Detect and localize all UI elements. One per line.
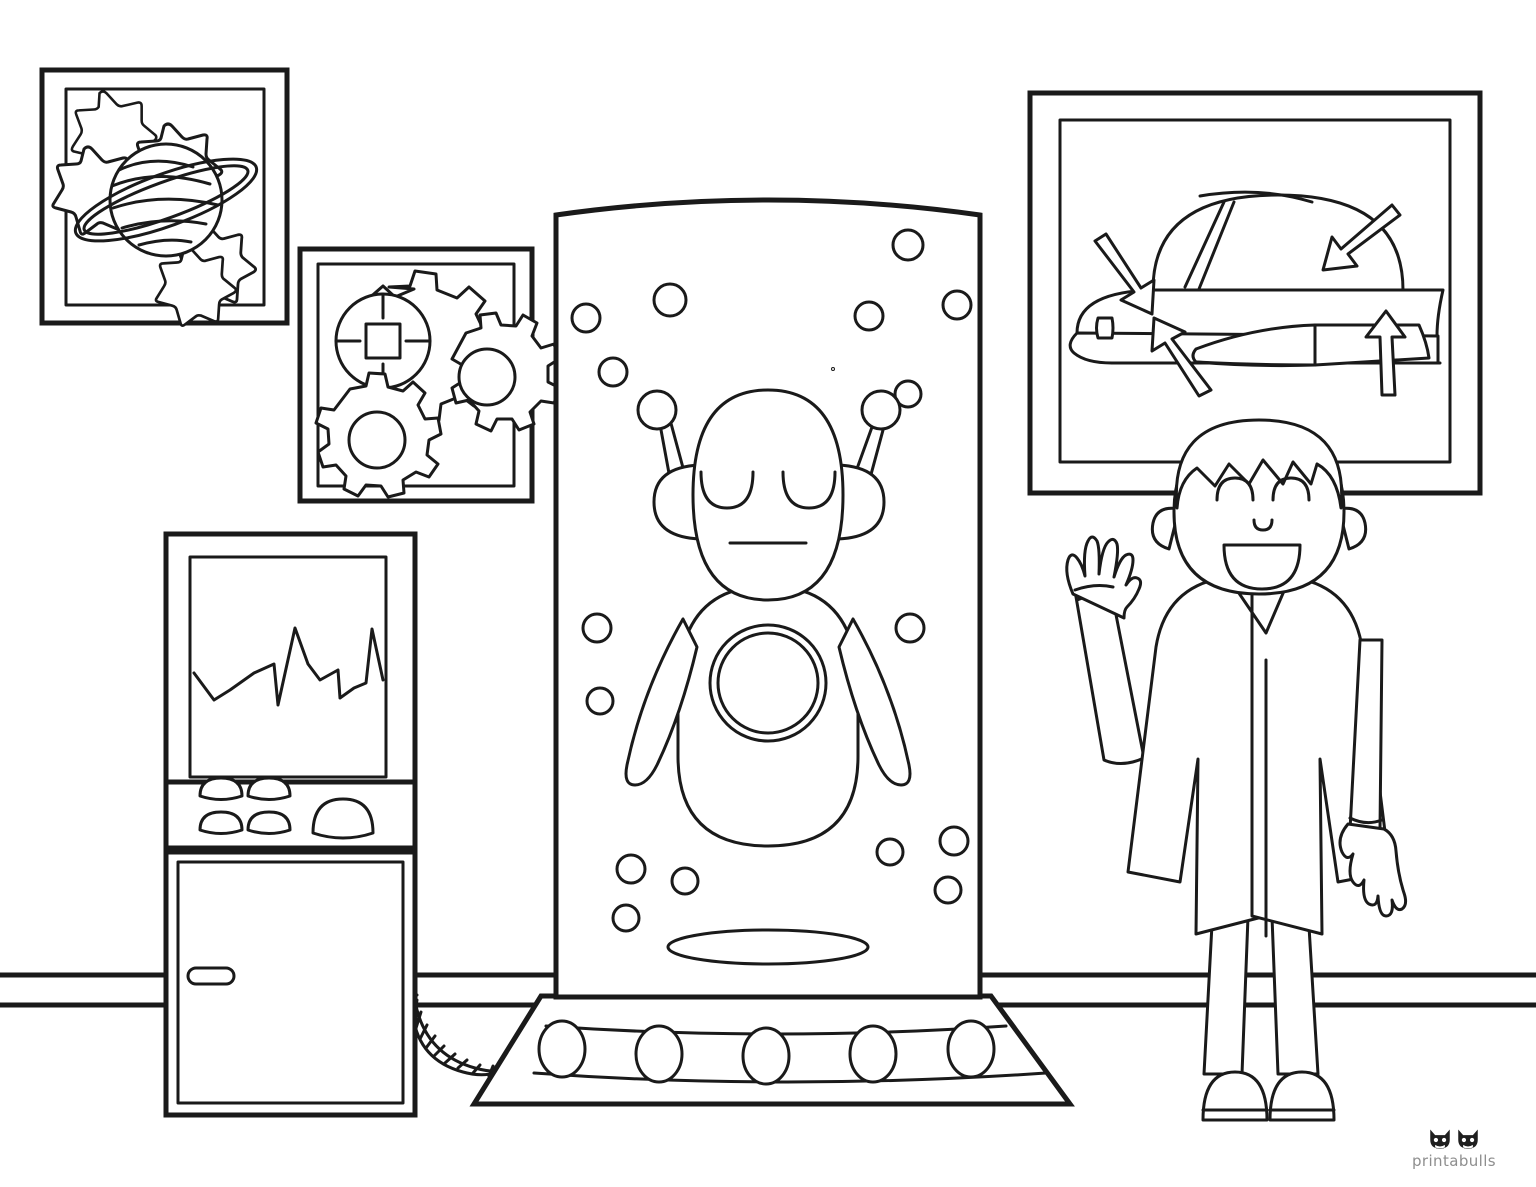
control-button[interactable] [246,810,292,835]
bubble [941,289,973,321]
lab-console [163,531,582,1118]
robot-arm [837,617,912,787]
bubble [581,612,613,644]
control-button[interactable] [198,776,244,801]
robot-arm [624,617,699,787]
bulldog-face-icon [1430,1129,1450,1149]
cabinet-handle[interactable] [186,966,236,986]
bubble [585,686,615,716]
scientist-shoe [1201,1070,1269,1122]
watermark-logo [1394,1127,1514,1153]
robot-eye [781,470,837,510]
robot-chest-panel [708,623,828,743]
bubble [938,825,970,857]
bubble [893,379,923,409]
gear-icon [450,311,562,433]
control-button-large[interactable] [311,797,375,840]
base-light [946,1019,996,1079]
base-light [741,1026,791,1086]
arrow-icon [1150,316,1213,398]
bubble [894,612,926,644]
bubble [570,302,602,334]
bubble [875,837,905,867]
scientist [1065,418,1408,1122]
gears-poster [297,246,562,504]
robot [624,388,912,848]
control-button[interactable] [246,776,292,801]
base-light [537,1019,587,1079]
bubble [853,300,885,332]
scientist-eye [1271,476,1311,502]
gear-icon [314,371,443,499]
scientist-waving-hand [1065,535,1143,620]
robot-eye [699,470,755,510]
scientist-head [1150,418,1368,596]
arrow-icon [1321,203,1402,272]
arrow-icon [1364,309,1407,397]
tube-base [469,993,1075,1107]
base-light [848,1024,898,1084]
bubble [652,282,688,318]
scientist-eye [1215,476,1255,502]
control-button[interactable] [198,810,244,835]
bubble [831,367,835,371]
arrow-icon [1093,232,1156,316]
scientist-nose [1252,518,1274,532]
tube-floor-ellipse [666,928,870,966]
robot-ear [652,463,702,541]
bubble [670,866,700,896]
bubble [615,853,647,885]
bubble [891,228,925,262]
scientist-hand [1338,822,1408,918]
robot-antenna [636,389,691,497]
watermark: printabulls [1394,1127,1514,1169]
bubble [611,903,641,933]
bubble [933,875,963,905]
star-icon [154,245,238,327]
scientist-lab-coat [1126,575,1392,938]
robot-ear [836,463,886,541]
base-light [634,1024,684,1084]
scientist-mouth [1222,543,1302,591]
bubble [597,356,629,388]
graph-line [192,626,385,707]
watermark-brand: printabulls [1411,1152,1496,1170]
planet-poster [39,67,290,327]
scientist-shoe [1268,1070,1336,1122]
bulldog-face-icon [1458,1129,1478,1149]
